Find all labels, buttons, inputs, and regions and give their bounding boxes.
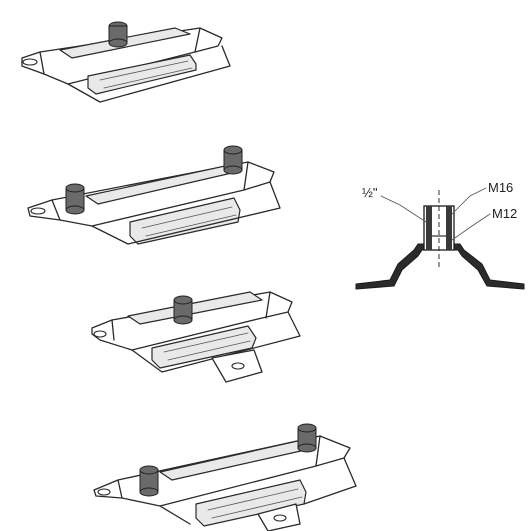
leader-m16 — [451, 187, 487, 215]
label-m12-thread: M12 — [492, 206, 517, 221]
mounting-plate-single-stud-tab — [91, 291, 301, 383]
mounting-plate-single-stud — [21, 21, 231, 103]
label-inch-thread: ½" — [362, 185, 378, 200]
plate-profile-section — [355, 243, 525, 290]
leader-m12 — [451, 213, 491, 241]
label-m16-thread: M16 — [488, 180, 513, 195]
mounting-plate-double-stud — [27, 145, 281, 245]
leader-inch — [380, 195, 427, 223]
cross-section-view: ½" M16 M12 — [355, 180, 525, 290]
mounting-plate-double-stud-tab — [93, 423, 357, 531]
